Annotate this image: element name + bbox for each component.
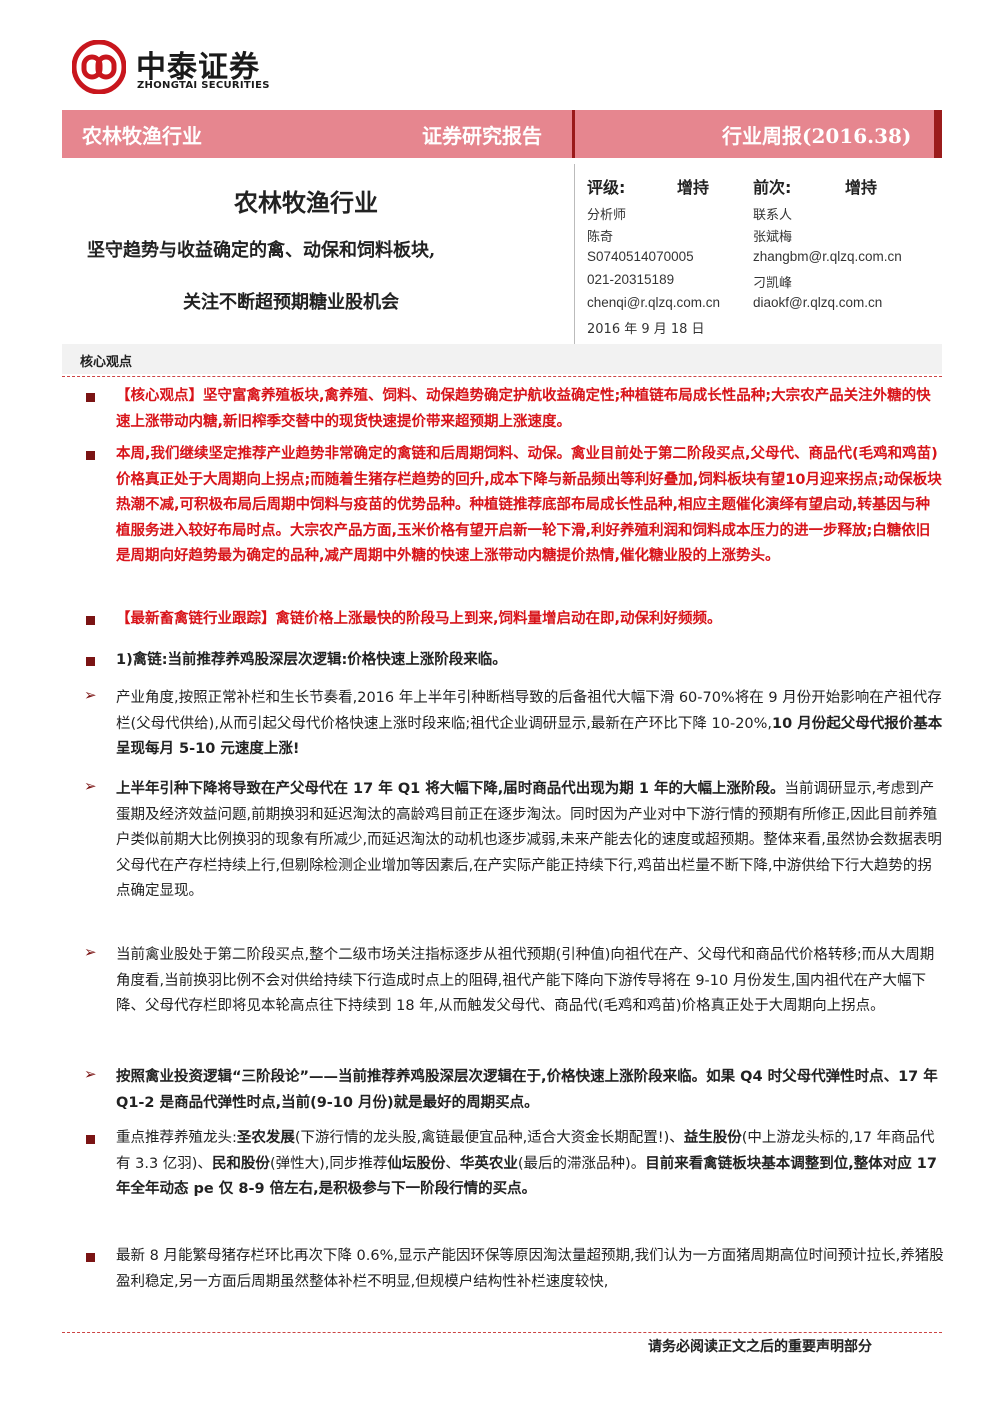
square-bullet-icon [86,616,95,625]
company-logo: 中泰证券 ZHONGTAI SECURITIES [72,40,312,96]
paragraph-three-stage: 按照禽业投资逻辑“三阶段论”——当前推荐养鸡股深层次逻辑在于,价格快速上涨阶段来… [116,1069,938,1111]
band-sector: 农林牧渔行业 [82,124,202,148]
square-bullet-icon [86,1253,95,1262]
paragraph-poultry-heading: 1)禽链:当前推荐养鸡股深层次逻辑:价格快速上涨阶段来临。 [116,652,507,668]
paragraph-core: 【核心观点】坚守富禽养殖板块,禽养殖、饲料、动保趋势确定护航收益确定性;种植链布… [116,388,931,430]
contact-email1[interactable]: zhangbm@r.qlzq.com.cn [753,249,902,264]
contact-name1: 张斌梅 [753,230,793,245]
contact-name2: 刁凯峰 [753,276,793,291]
paragraph-tracking: 【最新畜禽链行业跟踪】禽链价格上涨最快的阶段马上到来,饲料量增启动在即,动保利好… [116,611,722,627]
paragraph-recommend: 重点推荐养殖龙头:圣农发展(下游行情的龙头股,禽链最便宜品种,适合大资金长期配置… [116,1130,937,1197]
paragraph-industry: 产业角度,按照正常补栏和生长节奏看,2016 年上半年引种断档导致的后备祖代大幅… [116,690,943,757]
arrow-bullet-icon: ➢ [84,943,97,961]
sector-title: 农林牧渔行业 [234,188,378,217]
square-bullet-icon [86,451,95,460]
core-view-label: 核心观点 [80,355,133,370]
arrow-bullet-icon: ➢ [84,686,97,704]
band-weekly: 行业周报(2016.38) [722,124,912,148]
contact-role: 联系人 [753,208,793,223]
header-band: 农林牧渔行业 证券研究报告 行业周报(2016.38) [62,110,942,158]
core-view-bar: 核心观点 [62,344,942,374]
analyst-cert: S0740514070005 [587,249,694,264]
headline-line1: 坚守趋势与收益确定的禽、动保和饲料板块, [87,240,436,261]
rating-label: 评级: [587,178,626,197]
paragraph-hog: 最新 8 月能繁母猪存栏环比再次下降 0.6%,显示产能因环保等原因淘汰量超预期… [116,1248,944,1290]
footer-divider [62,1332,942,1333]
logo-text-cn: 中泰证券 [136,50,260,85]
divider [62,376,942,377]
paragraph-supply: 上半年引种下降将导致在产父母代在 17 年 Q1 将大幅下降,届时商品代出现为期… [116,781,942,899]
logo-mark-icon [72,40,126,94]
prev-rating-label: 前次: [753,178,792,197]
band-report-type: 证券研究报告 [422,124,542,148]
logo-text-en: ZHONGTAI SECURITIES [137,80,270,91]
square-bullet-icon [86,393,95,402]
footer-disclaimer: 请务必阅读正文之后的重要声明部分 [648,1339,872,1355]
square-bullet-icon [86,1135,95,1144]
contact-email2[interactable]: diaokf@r.qlzq.com.cn [753,295,883,310]
prev-rating-value: 增持 [845,178,878,197]
analyst-role: 分析师 [587,208,627,223]
square-bullet-icon [86,657,95,666]
analyst-panel: 评级: 增持 前次: 增持 分析师 陈奇 S0740514070005 021-… [574,164,935,344]
rating-value: 增持 [677,178,710,197]
analyst-email[interactable]: chenqi@r.qlzq.com.cn [587,295,721,310]
headline-line2: 关注不断超预期糖业股机会 [183,292,399,313]
paragraph-weekly: 本周,我们继续坚定推荐产业趋势非常确定的禽链和后周期饲料、动保。禽业目前处于第二… [116,446,942,564]
report-date: 2016 年 9 月 18 日 [587,322,705,337]
analyst-phone: 021-20315189 [587,272,675,287]
paragraph-stage: 当前禽业股处于第二阶段买点,整个二级市场关注指标逐步从祖代预期(引种值)向祖代在… [116,947,935,1014]
arrow-bullet-icon: ➢ [84,1065,97,1083]
arrow-bullet-icon: ➢ [84,777,97,795]
analyst-name: 陈奇 [587,230,614,245]
